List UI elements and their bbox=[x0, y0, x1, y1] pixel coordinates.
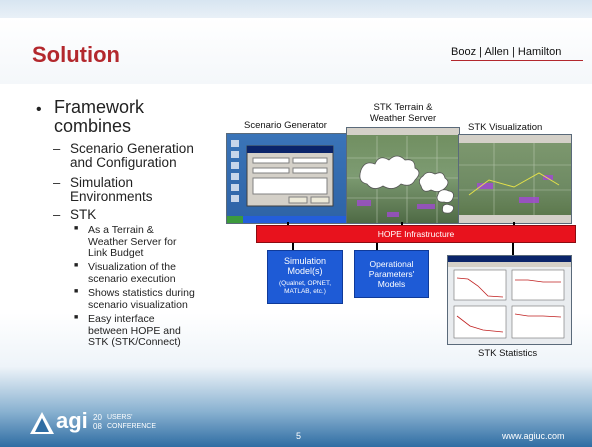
stk-item-line: Shows statistics during bbox=[88, 287, 195, 299]
bullet-framework-line1: Framework bbox=[54, 97, 145, 117]
terrain-label-line2: Weather Server bbox=[369, 113, 437, 124]
stk-item-statistics: Shows statistics during scenario visuali… bbox=[88, 287, 195, 311]
square-bullet: ■ bbox=[74, 225, 79, 232]
booz-allen-hamilton-logo: Booz | Allen | Hamilton bbox=[451, 46, 561, 58]
stk-item-line: Weather Server for bbox=[88, 235, 177, 248]
square-bullet: ■ bbox=[74, 262, 79, 269]
stk-item-interface: Easy interface between HOPE and STK (STK… bbox=[88, 313, 181, 349]
bullet-framework-line2: combines bbox=[54, 116, 132, 136]
scenario-generator-screenshot bbox=[226, 133, 350, 224]
bullet-sim-line2: Environments bbox=[70, 189, 153, 204]
op-params-line1: Operational bbox=[369, 259, 414, 269]
slide-title: Solution bbox=[32, 42, 120, 67]
connector-line bbox=[287, 222, 289, 225]
logo-numeral-1: 20 bbox=[93, 413, 102, 422]
terrain-server-label: STK Terrain & Weather Server bbox=[362, 102, 444, 124]
agi-logo-text: agi bbox=[56, 408, 88, 433]
footer-url: www.agiuc.com bbox=[502, 431, 565, 441]
stk-item-terrain: As a Terrain & Weather Server for Link B… bbox=[88, 224, 177, 260]
dash-mark: – bbox=[53, 141, 61, 156]
stk-item-line: Easy interface bbox=[88, 313, 155, 325]
stk-item-visualization: Visualization of the scenario execution bbox=[88, 261, 176, 285]
bullet-dot: • bbox=[36, 101, 42, 118]
sim-models-detail-line2: MATLAB, etc.) bbox=[284, 288, 326, 295]
dash-mark: – bbox=[53, 207, 61, 222]
title-bar bbox=[0, 18, 592, 84]
bullet-stk: STK bbox=[70, 207, 97, 222]
logo-sub-2: CONFERENCE bbox=[107, 423, 157, 430]
company-name-allen: Allen bbox=[484, 46, 509, 58]
sim-models-detail-line1: (Qualnet, OPNET, bbox=[278, 280, 332, 287]
terrain-server-screenshot bbox=[346, 127, 460, 224]
stk-item-line: scenario visualization bbox=[88, 298, 188, 311]
bullet-scenario-line2: and Configuration bbox=[70, 155, 177, 170]
bullet-framework: Framework combines bbox=[54, 98, 144, 136]
company-name-booz: Booz bbox=[451, 46, 477, 58]
connector-line bbox=[376, 241, 378, 250]
scenario-generator-label: Scenario Generator bbox=[244, 120, 327, 131]
simulation-models-box: Simulation Model(s) (Qualnet, OPNET, MAT… bbox=[267, 250, 343, 304]
logo-underline bbox=[451, 60, 583, 61]
agi-logo-numerals: 20 08 bbox=[93, 413, 102, 431]
stk-item-line: Link Budget bbox=[88, 247, 144, 259]
bullet-simulation-environments: Simulation Environments bbox=[70, 176, 153, 204]
stk-visualization-label: STK Visualization bbox=[468, 122, 543, 133]
terrain-label-line1: STK Terrain & bbox=[373, 102, 433, 113]
square-bullet: ■ bbox=[74, 288, 79, 295]
stk-item-line: between HOPE and bbox=[88, 324, 181, 337]
company-name-hamilton: Hamilton bbox=[517, 46, 562, 58]
stk-item-line: scenario execution bbox=[88, 272, 176, 285]
stk-statistics-label: STK Statistics bbox=[478, 348, 538, 359]
desktop-window-image bbox=[227, 140, 349, 223]
connector-line bbox=[401, 222, 403, 225]
stk-statistics-screenshot bbox=[447, 255, 572, 345]
agi-triangle-icon bbox=[30, 412, 54, 434]
stk-item-line: STK (STK/Connect) bbox=[88, 336, 181, 348]
dash-mark: – bbox=[53, 175, 61, 190]
sim-models-title-line1: Simulation bbox=[283, 256, 327, 266]
bullet-sim-line1: Simulation bbox=[70, 175, 134, 190]
visualization-image bbox=[459, 135, 571, 223]
stk-visualization-screenshot bbox=[458, 134, 572, 224]
logo-separator: | bbox=[479, 46, 482, 58]
sim-models-title-line2: Model(s) bbox=[287, 266, 323, 276]
terrain-weather-image bbox=[347, 128, 459, 223]
agi-logo-subtitle: USERS' CONFERENCE bbox=[107, 413, 156, 431]
logo-sub-1: USERS' bbox=[107, 414, 133, 421]
operational-parameters-box: Operational Parameters' Models bbox=[354, 250, 429, 298]
connector-line bbox=[513, 222, 515, 225]
statistics-window-image bbox=[448, 256, 571, 339]
op-params-line3: Models bbox=[377, 279, 406, 289]
logo-separator: | bbox=[511, 46, 515, 58]
page-number: 5 bbox=[296, 431, 302, 441]
op-params-line2: Parameters' bbox=[368, 269, 415, 279]
connector-line bbox=[292, 241, 294, 250]
bullet-scenario-line1: Scenario Generation bbox=[70, 141, 194, 156]
square-bullet: ■ bbox=[74, 314, 79, 321]
logo-numeral-2: 08 bbox=[93, 422, 102, 431]
stk-item-line: Visualization of the bbox=[88, 261, 176, 273]
connector-line bbox=[512, 241, 514, 255]
hope-infrastructure-bar: HOPE Infrastructure bbox=[256, 225, 576, 243]
stk-item-line: As a Terrain & bbox=[88, 224, 154, 236]
bullet-scenario-generation: Scenario Generation and Configuration bbox=[70, 142, 194, 170]
